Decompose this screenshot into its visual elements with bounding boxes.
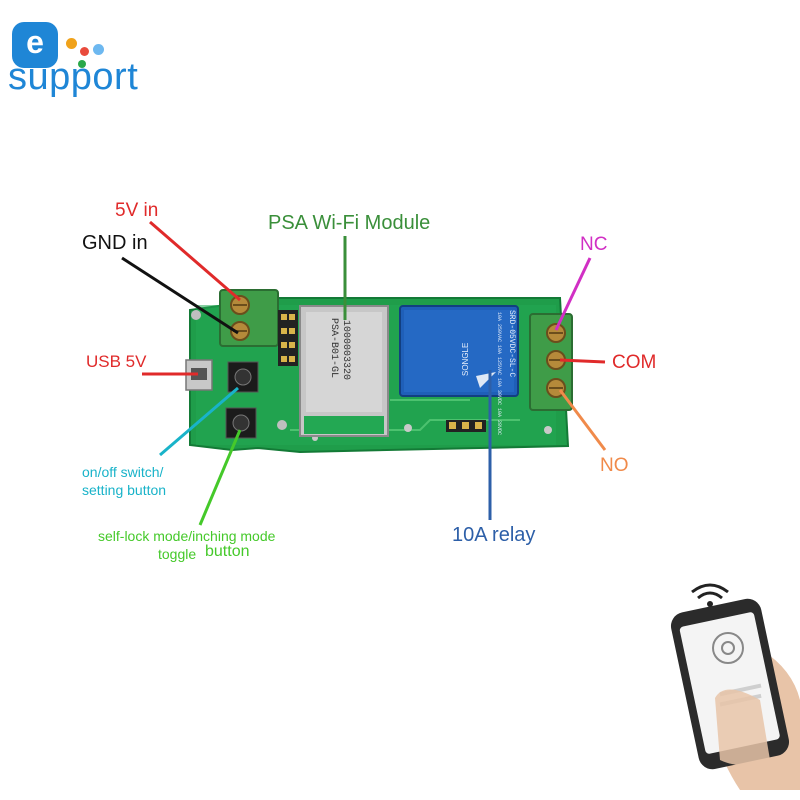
label-com: COM xyxy=(612,352,657,373)
logo-letter: e xyxy=(26,24,44,60)
label-switch-line2: setting button xyxy=(82,482,167,498)
label-toggle-line1: self-lock mode/inching mode xyxy=(98,528,276,544)
mode-toggle-button xyxy=(225,407,257,439)
label-wifi-module: PSA Wi-Fi Module xyxy=(268,212,431,234)
label-5v-in: 5V in xyxy=(115,200,159,221)
output-terminal-block xyxy=(529,313,573,411)
logo-dot-blue xyxy=(93,44,104,55)
logo-dot-red xyxy=(80,47,89,56)
label-nc: NC xyxy=(580,234,608,255)
callout-line-5v xyxy=(149,220,241,302)
relay-pins xyxy=(446,420,486,432)
phone-illustration xyxy=(670,598,800,790)
label-toggle-line2: toggle xyxy=(158,546,197,562)
callout-line-toggle xyxy=(198,429,242,526)
relay-model-text: SRD-05VDC-SL-C xyxy=(507,310,516,377)
label-gnd-in: GND in xyxy=(82,232,148,254)
wifi-signal-icon xyxy=(691,583,729,607)
label-usb-5v: USB 5V xyxy=(86,352,147,371)
callout-line-nc xyxy=(554,257,592,331)
callout-line-no xyxy=(558,389,607,451)
header-pins xyxy=(278,310,298,366)
input-terminal-block xyxy=(219,289,279,347)
logo-wordmark: support xyxy=(8,56,139,98)
logo-dot-orange xyxy=(66,38,77,49)
label-switch-line1: on/off switch/ xyxy=(82,464,164,480)
callout-line-switch xyxy=(159,386,239,457)
callout-line-com xyxy=(559,358,606,364)
label-10a-relay: 10A relay xyxy=(452,524,536,546)
relay-rating-text: 10A 250VAC 10A 125VAC 10A 30VDC 10A 28VD… xyxy=(496,312,502,435)
module-model-text: PSA-B01-GL xyxy=(328,318,339,378)
relay-brand-text: SONGLE xyxy=(461,343,470,376)
logo-e-badge: e xyxy=(12,22,58,68)
on-off-button xyxy=(227,361,259,393)
logo-dot-green xyxy=(78,60,86,68)
label-toggle-line3: button xyxy=(205,543,250,560)
wifi-module xyxy=(299,305,389,437)
callout-line-gnd xyxy=(121,256,239,335)
module-id-text: 1000003320 xyxy=(340,320,351,380)
label-no: NO xyxy=(600,455,629,476)
